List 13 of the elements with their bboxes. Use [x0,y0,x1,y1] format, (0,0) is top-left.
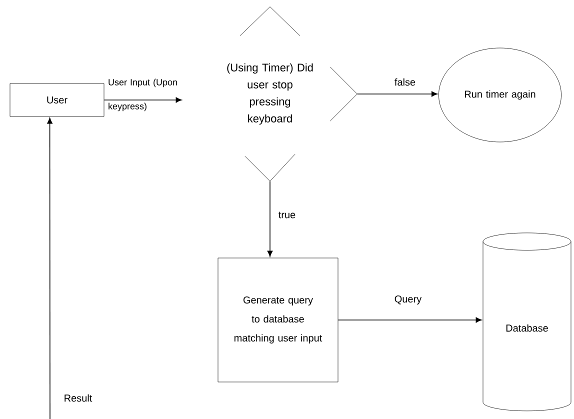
arrow [356,91,438,97]
arrow [47,118,52,419]
process-box: Generate query to database matching user input [218,258,338,382]
edge-label: User Input (Upon keypress) [108,78,177,112]
edge-label: Query [393,294,423,306]
edge-label: Result [62,393,94,403]
arrow [267,180,273,257]
arrow [104,97,182,103]
database-cylinder: Database [482,232,572,412]
process-box: User [10,83,104,117]
edge-label: true [277,210,297,220]
arrow [338,317,482,323]
edge-label: false [393,77,417,87]
